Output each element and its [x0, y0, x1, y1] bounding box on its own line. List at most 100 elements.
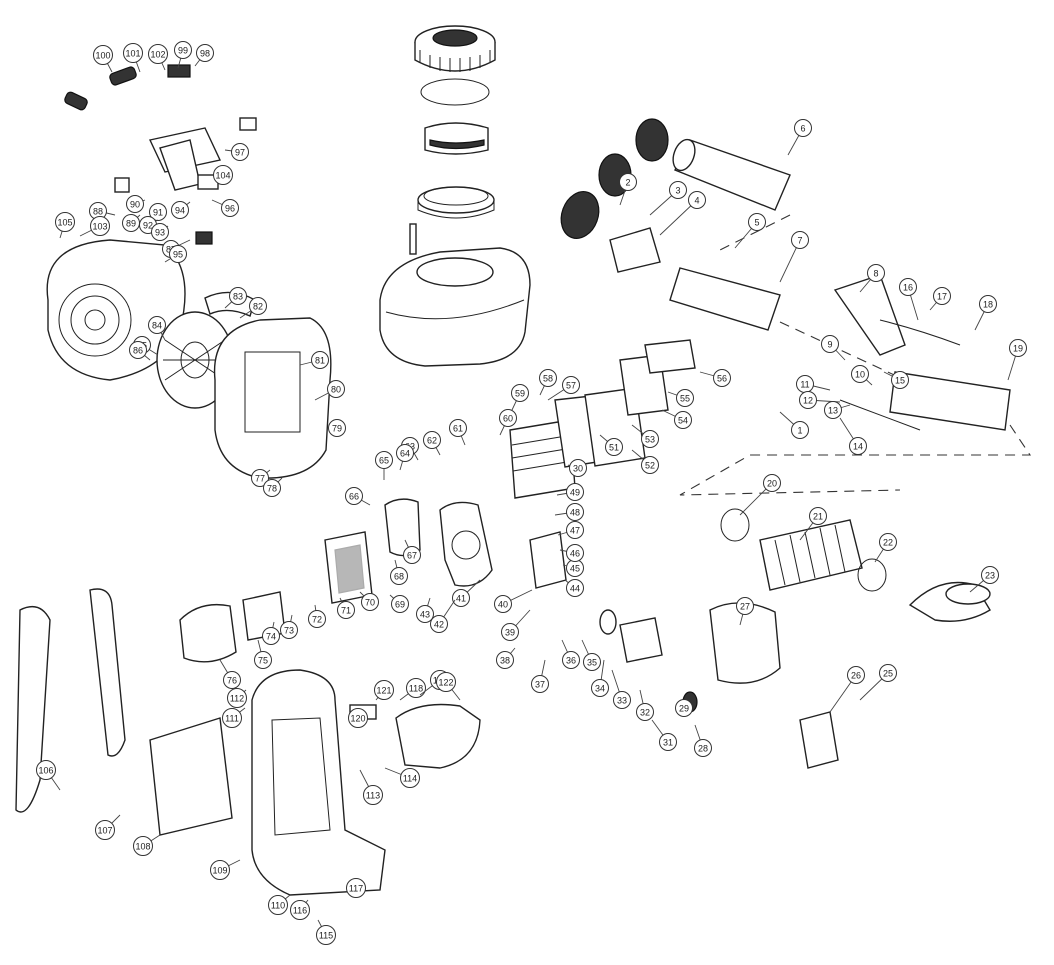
callout-96: 96	[211, 199, 239, 217]
volute-case	[213, 317, 332, 479]
callout-number: 35	[587, 658, 597, 668]
callout-65: 65	[375, 451, 393, 480]
callout-32: 32	[636, 689, 654, 721]
callout-59: 59	[511, 384, 529, 411]
callout-number: 117	[349, 884, 363, 894]
callout-110: 110	[268, 894, 291, 915]
callout-balloon	[423, 431, 441, 449]
elbow-pipe	[908, 581, 991, 622]
callout-number: 106	[38, 766, 53, 776]
callout-number: 14	[853, 442, 863, 452]
callout-93: 93	[151, 223, 169, 241]
callout-balloon	[263, 479, 281, 497]
callout-79: 79	[328, 419, 346, 437]
crankcase	[439, 501, 493, 587]
callout-balloon	[791, 421, 809, 439]
callout-balloon	[126, 195, 144, 213]
callout-number: 97	[235, 148, 245, 158]
coil-bracket	[644, 339, 696, 374]
carrying-strap-left	[15, 606, 51, 813]
callout-number: 55	[680, 394, 690, 404]
callout-number: 70	[365, 598, 375, 608]
callout-2: 2	[619, 173, 637, 206]
callout-number: 82	[253, 302, 263, 312]
callout-number: 100	[95, 51, 110, 61]
recoil-starter	[709, 602, 781, 684]
callout-118: 118	[399, 678, 426, 701]
callout-23: 23	[969, 566, 999, 593]
callout-balloon	[867, 264, 885, 282]
callout-balloon	[328, 419, 346, 437]
carburetor	[384, 498, 421, 557]
callout-balloon	[337, 601, 355, 619]
strainer-band	[424, 122, 489, 155]
fuel-tank	[379, 247, 531, 367]
cap-seal-ring	[420, 78, 490, 106]
callout-91: 91	[149, 203, 167, 221]
callout-balloon	[363, 785, 383, 805]
callout-106: 106	[36, 760, 61, 791]
callout-43: 43	[416, 597, 434, 623]
callout-number: 45	[570, 564, 580, 574]
callout-balloon	[562, 651, 580, 669]
callout-number: 34	[595, 684, 605, 694]
callout-number: 11	[800, 380, 809, 390]
callout-104: 104	[213, 165, 233, 185]
callout-balloon	[539, 369, 557, 387]
callout-69: 69	[389, 594, 409, 613]
callout-balloon	[436, 672, 456, 692]
callout-18: 18	[974, 295, 997, 331]
callout-68: 68	[390, 559, 408, 585]
callout-balloon	[210, 860, 230, 880]
callout-balloon	[824, 401, 842, 419]
callout-number: 103	[92, 222, 107, 232]
handle-bar	[833, 274, 906, 356]
callout-number: 58	[543, 374, 553, 384]
callout-balloon	[229, 287, 247, 305]
callout-balloon	[375, 451, 393, 469]
callout-number: 44	[570, 584, 580, 594]
callout-number: 20	[767, 479, 777, 489]
callout-balloon	[221, 199, 239, 217]
callout-balloon	[791, 231, 809, 249]
callout-number: 95	[173, 250, 183, 260]
callout-28: 28	[694, 724, 712, 757]
callout-number: 110	[271, 901, 285, 911]
callout-27: 27	[736, 597, 754, 626]
callout-45: 45	[562, 559, 584, 577]
callout-number: 9	[827, 340, 832, 350]
callout-21: 21	[799, 507, 827, 541]
callout-41: 41	[452, 579, 481, 607]
callout-number: 60	[503, 414, 513, 424]
callout-number: 69	[395, 600, 405, 610]
callout-84: 84	[148, 316, 166, 341]
callout-balloon	[496, 651, 514, 669]
callout-balloon	[249, 297, 267, 315]
callout-61: 61	[449, 419, 467, 446]
callout-balloon	[566, 579, 584, 597]
callout-balloon	[148, 316, 166, 334]
callout-number: 89	[126, 219, 136, 229]
callout-46: 46	[559, 544, 584, 562]
callout-number: 37	[535, 680, 545, 690]
assembly-guide-line	[779, 321, 906, 381]
callout-balloon	[36, 760, 56, 780]
callout-number: 73	[284, 626, 294, 636]
callout-20: 20	[739, 474, 781, 516]
callout-balloon	[494, 595, 512, 613]
callout-number: 48	[570, 508, 580, 518]
callout-67: 67	[403, 539, 421, 564]
callout-balloon	[566, 483, 584, 501]
callout-balloon	[641, 430, 659, 448]
callout-balloon	[223, 671, 241, 689]
callout-11: 11	[796, 375, 831, 393]
callout-22: 22	[874, 533, 897, 563]
callout-balloon	[619, 173, 637, 191]
callout-balloon	[851, 365, 869, 383]
callout-number: 78	[267, 484, 277, 494]
collar-ring	[417, 186, 495, 219]
callout-balloon	[694, 739, 712, 757]
callout-80: 80	[314, 380, 345, 401]
callout-25: 25	[859, 664, 897, 701]
